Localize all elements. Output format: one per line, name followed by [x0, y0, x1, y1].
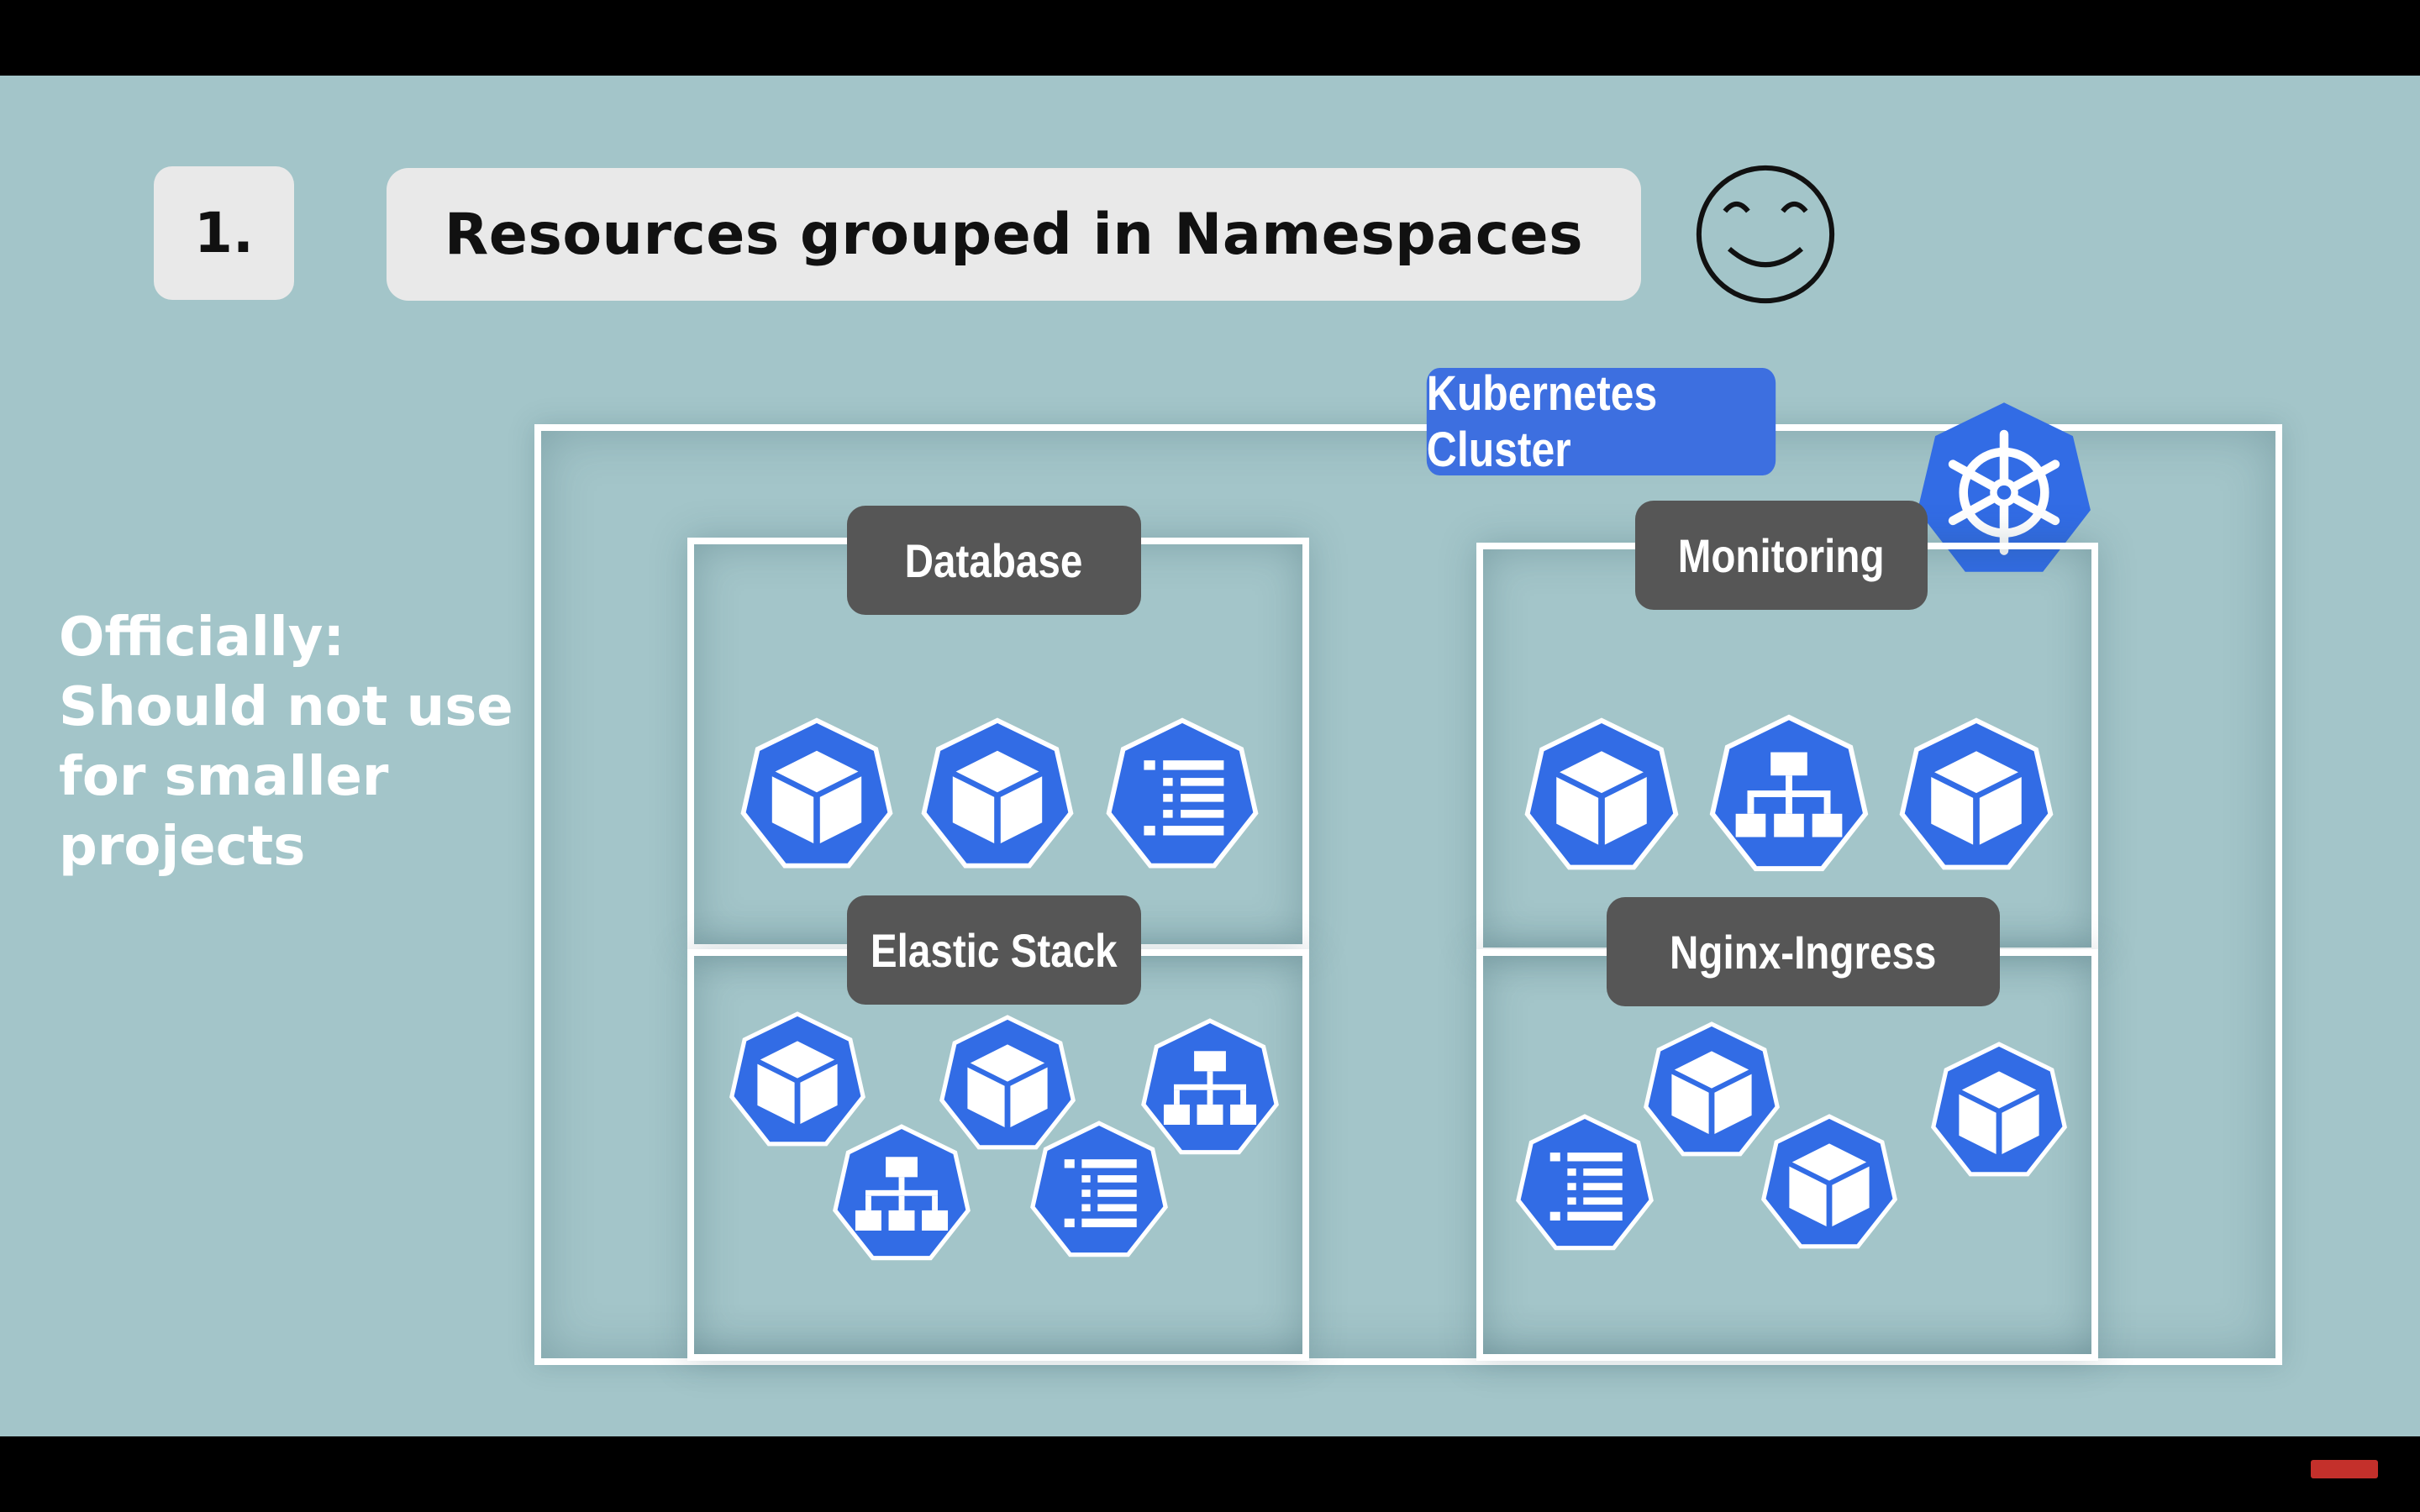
subscribe-watermark-icon — [2311, 1460, 2378, 1478]
side-note: Officially: Should not use for smaller p… — [59, 606, 513, 878]
smiley-face-icon — [1696, 165, 1835, 304]
list-icon — [1027, 1119, 1171, 1263]
cube-icon — [1758, 1112, 1901, 1255]
namespace-label-nginx-ingress: Nginx-Ingress — [1607, 897, 2000, 1006]
hierarchy-icon — [829, 1122, 974, 1267]
list-icon — [1512, 1112, 1657, 1257]
cube-icon — [1521, 716, 1682, 877]
kubernetes-helm-icon — [1918, 402, 2091, 572]
cube-icon — [1896, 716, 2057, 877]
namespace-label-database: Database — [847, 506, 1141, 615]
cube-icon — [918, 716, 1077, 875]
namespace-label-monitoring: Monitoring — [1635, 501, 1928, 610]
kubernetes-cluster-frame — [534, 424, 2282, 1365]
cube-icon — [1928, 1040, 2070, 1183]
slide-title: Resources grouped in Namespaces — [387, 168, 1641, 301]
cube-icon — [737, 716, 897, 875]
slide: 1. Resources grouped in Namespaces Offic… — [0, 76, 2420, 1436]
hierarchy-icon — [1706, 712, 1872, 879]
cluster-label: Kubernetes Cluster — [1426, 366, 1776, 477]
namespace-label-elastic-stack: Elastic Stack — [847, 895, 1141, 1005]
list-icon — [1102, 716, 1262, 875]
step-number: 1. — [154, 166, 294, 300]
